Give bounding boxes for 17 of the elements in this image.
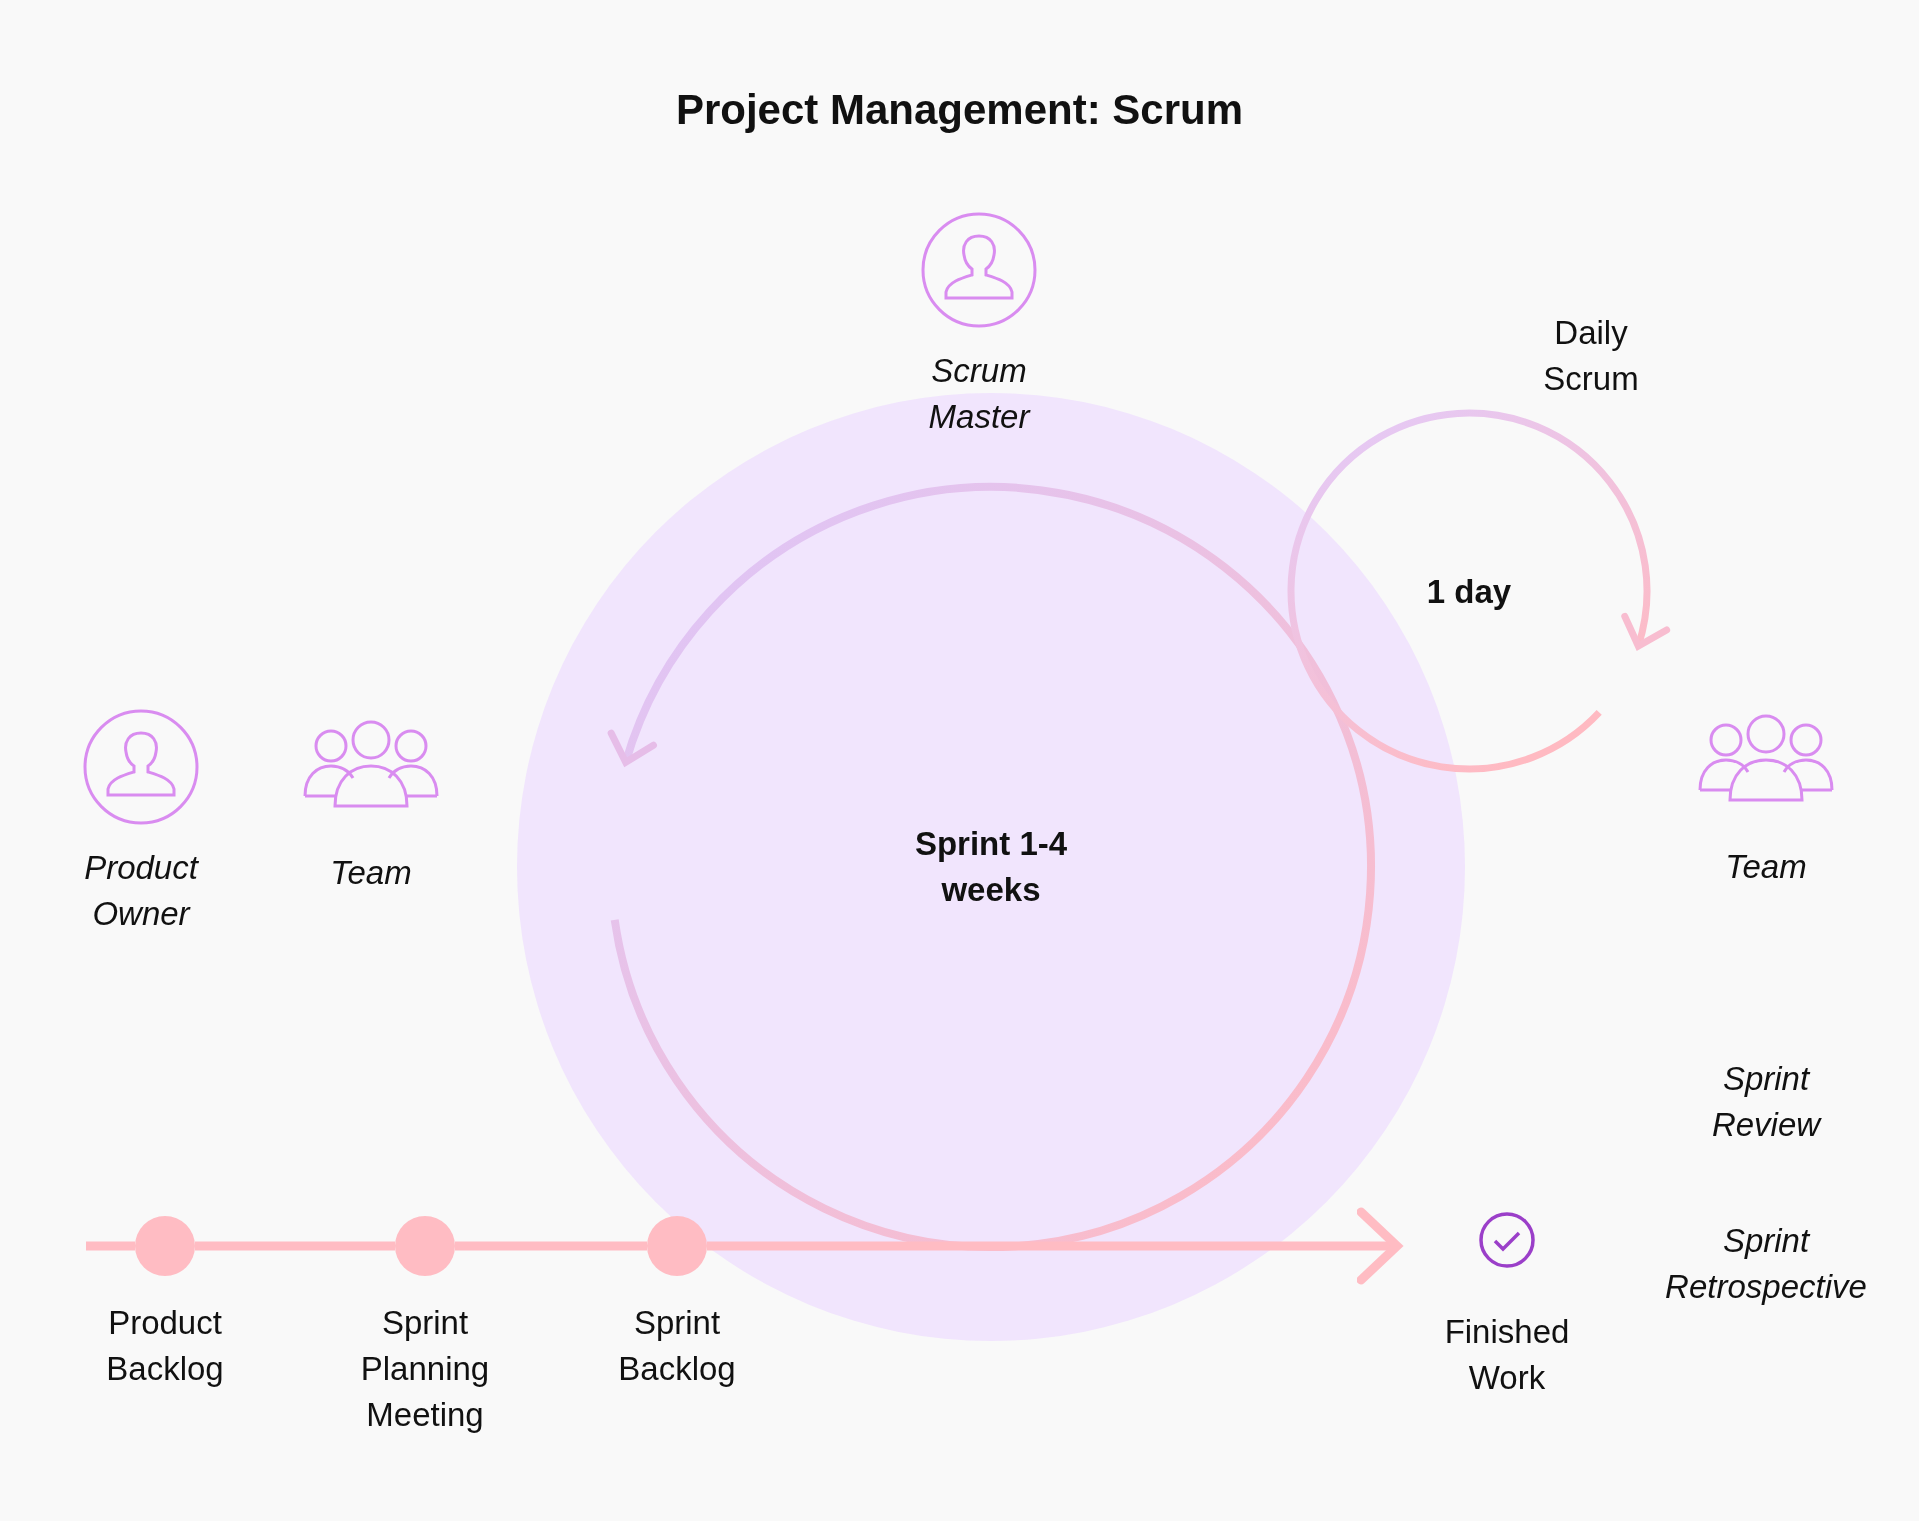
text-label: 1 day [1425, 572, 1513, 612]
node-label: Finished Work [1443, 1312, 1571, 1398]
timeline-line [455, 1241, 647, 1251]
arrow [707, 1207, 1402, 1285]
timeline-line [195, 1241, 395, 1251]
node-label: Sprint Backlog [617, 1303, 737, 1389]
node-label: Team [1724, 847, 1808, 887]
node-label: Product Backlog [105, 1303, 225, 1389]
node-label: Scrum Master [927, 351, 1032, 437]
diagram-title: Project Management: Scrum [674, 86, 1245, 134]
text-label: Sprint Review [1710, 1059, 1823, 1145]
cycle-label: Sprint 1-4 weeks [913, 824, 1069, 910]
node-label: Sprint Planning Meeting [359, 1303, 491, 1435]
text-label: Daily Scrum [1542, 313, 1640, 399]
node-label: Product Owner [83, 848, 200, 934]
text-label: Sprint Retrospective [1664, 1221, 1868, 1307]
node-label: Team [329, 853, 413, 893]
